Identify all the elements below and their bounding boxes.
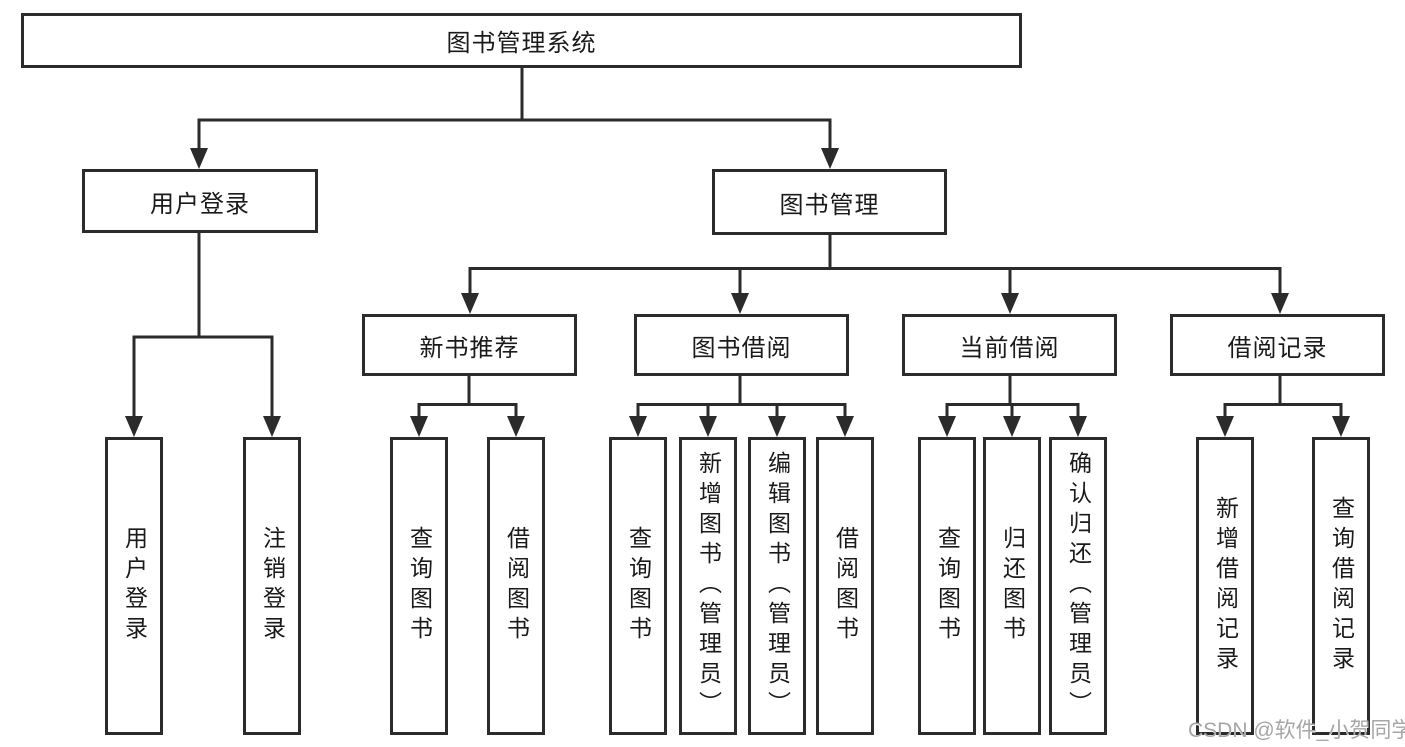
node-leaf-query-book-1: 查询图书 <box>390 437 448 735</box>
node-leaf-query-book-2: 查询图书 <box>609 437 667 735</box>
csdn-watermark: CSDN @软件_小贺同学 <box>1188 719 1405 742</box>
leaf-label: 借阅图书 <box>832 526 859 646</box>
node-library-system: 图书管理系统 <box>21 13 1022 68</box>
connector-user-login <box>132 233 274 420</box>
leaf-label: 用户登录 <box>121 526 148 646</box>
connector-book-borrow <box>636 376 847 420</box>
connector-root <box>197 68 832 152</box>
leaf-label: 查询借阅记录 <box>1328 496 1355 676</box>
node-leaf-borrow-book-1: 借阅图书 <box>487 437 545 735</box>
leaf-label: 新增借阅记录 <box>1212 496 1239 676</box>
leaf-label: 确认归还（管理员） <box>1065 451 1092 721</box>
leaf-label: 查询图书 <box>934 526 961 646</box>
leaf-label: 编辑图书（管理员） <box>764 451 791 721</box>
node-new-book-recommend: 新书推荐 <box>362 314 577 376</box>
node-leaf-query-borrow-record: 查询借阅记录 <box>1312 437 1370 735</box>
node-leaf-add-borrow-record: 新增借阅记录 <box>1196 437 1254 735</box>
node-leaf-return-book: 归还图书 <box>983 437 1041 735</box>
connector-new-book <box>417 376 518 420</box>
node-leaf-user-login: 用户登录 <box>105 437 163 735</box>
leaf-label: 查询图书 <box>625 526 652 646</box>
node-leaf-query-book-3: 查询图书 <box>918 437 976 735</box>
node-book-borrow: 图书借阅 <box>634 314 849 376</box>
node-leaf-add-book-admin: 新增图书（管理员） <box>679 437 737 735</box>
connector-current-borrow <box>945 376 1080 420</box>
leaf-label: 借阅图书 <box>503 526 530 646</box>
node-current-borrow: 当前借阅 <box>902 314 1117 376</box>
connector-borrow-record <box>1223 376 1343 420</box>
connector-book-management <box>468 235 1282 296</box>
arrowheads <box>125 148 1350 437</box>
leaf-label: 新增图书（管理员） <box>695 451 722 721</box>
node-book-management: 图书管理 <box>712 169 947 235</box>
leaf-label: 归还图书 <box>999 526 1026 646</box>
node-leaf-logout: 注销登录 <box>243 437 301 735</box>
node-leaf-borrow-book-2: 借阅图书 <box>816 437 874 735</box>
node-user-login: 用户登录 <box>82 169 318 233</box>
node-leaf-edit-book-admin: 编辑图书（管理员） <box>748 437 806 735</box>
leaf-label: 查询图书 <box>406 526 433 646</box>
leaf-label: 注销登录 <box>259 526 286 646</box>
node-borrow-record: 借阅记录 <box>1170 314 1385 376</box>
node-leaf-confirm-return-admin: 确认归还（管理员） <box>1049 437 1107 735</box>
